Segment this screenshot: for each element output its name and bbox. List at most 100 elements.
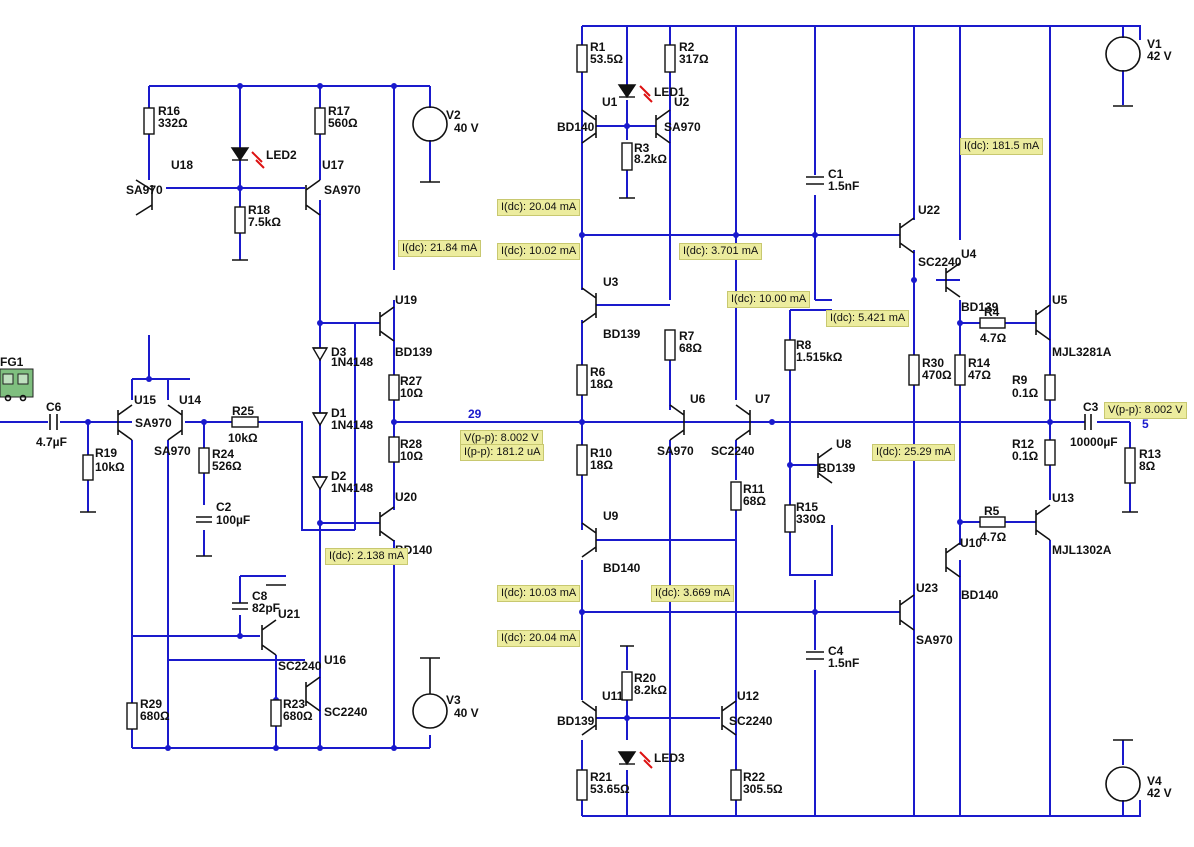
label-u1: U1 (602, 95, 618, 109)
value-r17: 560Ω (328, 116, 358, 130)
label-d2: D2 (331, 469, 347, 483)
value-r13: 8Ω (1139, 459, 1156, 473)
label-u5: U5 (1052, 293, 1068, 307)
value-v4: 42 V (1147, 786, 1172, 800)
probe-r22-current[interactable]: I(dc): 3.669 mA (651, 585, 735, 602)
value-r3: 8.2kΩ (634, 152, 667, 166)
probe-r2-current[interactable]: I(dc): 3.701 mA (679, 243, 763, 260)
value-u22: SC2240 (918, 255, 962, 269)
value-r15: 330Ω (796, 512, 826, 526)
value-c2: 100µF (216, 513, 250, 527)
label-r4: R4 (984, 305, 1000, 319)
probe-out-voltage[interactable]: V(p-p): 8.002 V (1104, 402, 1187, 419)
label-r5: R5 (984, 504, 1000, 518)
value-u10: BD140 (961, 588, 999, 602)
value-r9: 0.1Ω (1012, 386, 1039, 400)
value-r5: 4.7Ω (980, 530, 1007, 544)
value-r21: 53.65Ω (590, 782, 630, 796)
value-u19: BD139 (395, 345, 433, 359)
value-u3: BD139 (603, 327, 641, 341)
probe-r1-current-a[interactable]: I(dc): 20.04 mA (497, 199, 581, 216)
net-label-29: 29 (468, 407, 482, 421)
probe-r1-current-b[interactable]: I(dc): 10.02 mA (497, 243, 581, 260)
label-r2: R2 (679, 40, 695, 54)
value-r30: 470Ω (922, 368, 952, 382)
label-u7: U7 (755, 392, 771, 406)
label-v2: V2 (446, 108, 461, 122)
value-u1: BD140 (557, 120, 595, 134)
label-v3: V3 (446, 693, 461, 707)
net-label-5: 5 (1142, 417, 1149, 431)
label-c2: C2 (216, 500, 232, 514)
label-d3: D3 (331, 345, 347, 359)
label-r25: R25 (232, 404, 254, 418)
label-r18: R18 (248, 203, 270, 217)
label-r14: R14 (968, 356, 990, 370)
value-d2: 1N4148 (331, 481, 373, 495)
value-r27: 10Ω (400, 386, 423, 400)
value-u5: MJL3281A (1052, 345, 1112, 359)
probe-r21-current-b[interactable]: I(dc): 20.04 mA (497, 630, 581, 647)
label-r9: R9 (1012, 373, 1028, 387)
label-u21: U21 (278, 607, 300, 621)
label-sc2240: SC2240 (278, 659, 322, 673)
label-r21: R21 (590, 770, 612, 784)
label-led1: LED1 (654, 85, 685, 99)
value-r7: 68Ω (679, 341, 702, 355)
value-r11: 68Ω (743, 494, 766, 508)
value-c3: 10000µF (1070, 435, 1118, 449)
label-led2: LED2 (266, 148, 297, 162)
label-u14: U14 (179, 393, 201, 407)
label-u18: U18 (171, 158, 193, 172)
label-u16: U16 (324, 653, 346, 667)
label-u3: U3 (603, 275, 619, 289)
label-r10: R10 (590, 446, 612, 460)
label-d1: D1 (331, 406, 347, 420)
label-u19: U19 (395, 293, 417, 307)
label-r15: R15 (796, 500, 818, 514)
probe-r30-current[interactable]: I(dc): 5.421 mA (826, 310, 910, 327)
label-c8: C8 (252, 589, 268, 603)
label-u22: U22 (918, 203, 940, 217)
value-v1: 42 V (1147, 49, 1172, 63)
probe-r21-current-a[interactable]: I(dc): 10.03 mA (497, 585, 581, 602)
value-u15: SA970 (135, 416, 172, 430)
label-r7: R7 (679, 329, 695, 343)
value-u11: BD139 (557, 714, 595, 728)
probe-mid-current[interactable]: I(p-p): 181.2 uA (460, 444, 545, 461)
value-u23: SA970 (916, 633, 953, 647)
label-u8: U8 (836, 437, 852, 451)
label-u13: U13 (1052, 491, 1074, 505)
label-r29: R29 (140, 697, 162, 711)
value-r23: 680Ω (283, 709, 313, 723)
label-u10: U10 (960, 536, 982, 550)
value-u17: SA970 (324, 183, 361, 197)
value-u2: SA970 (664, 120, 701, 134)
probe-u20-current[interactable]: I(dc): 2.138 mA (325, 548, 409, 565)
label-fg1: FG1 (0, 355, 24, 369)
label-u9: U9 (603, 509, 619, 523)
component-labels: FG1 C6 4.7µF R19 10kΩ U15 SA970 U14 SA97… (0, 37, 1172, 800)
label-u4: U4 (961, 247, 977, 261)
label-u23: U23 (916, 581, 938, 595)
label-r22: R22 (743, 770, 765, 784)
probe-c1-current[interactable]: I(dc): 10.00 mA (727, 291, 811, 308)
label-r23: R23 (283, 697, 305, 711)
value-r12: 0.1Ω (1012, 449, 1039, 463)
label-r20: R20 (634, 671, 656, 685)
label-u2: U2 (674, 95, 690, 109)
value-u8: BD139 (818, 461, 856, 475)
value-u16: SC2240 (324, 705, 368, 719)
probe-mid-voltage[interactable]: V(p-p): 8.002 V (460, 430, 543, 447)
value-u12: SC2240 (729, 714, 773, 728)
label-r17: R17 (328, 104, 350, 118)
value-r1: 53.5Ω (590, 52, 623, 66)
label-r11: R11 (743, 482, 765, 496)
probe-v2-current[interactable]: I(dc): 21.84 mA (398, 240, 482, 257)
value-r18: 7.5kΩ (248, 215, 281, 229)
label-r24: R24 (212, 447, 234, 461)
label-r1: R1 (590, 40, 606, 54)
probe-r14-current[interactable]: I(dc): 25.29 mA (872, 444, 956, 461)
label-c3: C3 (1083, 400, 1099, 414)
probe-v1-current[interactable]: I(dc): 181.5 mA (960, 138, 1044, 155)
